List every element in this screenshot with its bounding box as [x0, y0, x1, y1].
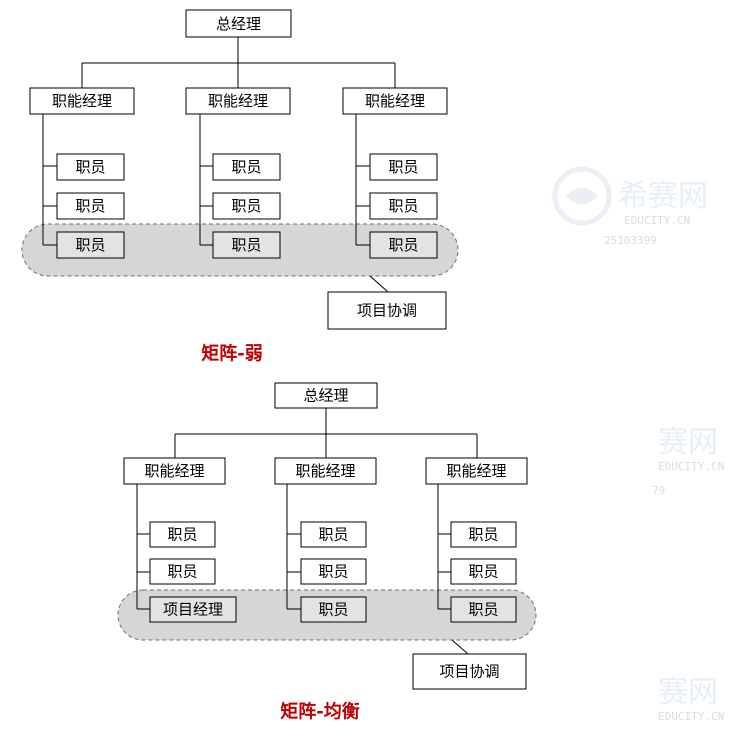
- staff-node: 职员: [300, 596, 367, 623]
- functional-manager-node: 职能经理: [342, 87, 448, 115]
- functional-manager-label: 职能经理: [295, 462, 355, 480]
- staff-label: 职员: [231, 197, 261, 215]
- staff-label: 职员: [231, 158, 261, 176]
- project-coordination-label: 项目协调: [357, 302, 417, 320]
- functional-manager-label: 职能经理: [208, 92, 268, 110]
- top-manager-node: 总经理: [185, 9, 292, 38]
- top-manager-node: 总经理: [274, 382, 378, 409]
- staff-label: 职员: [75, 236, 105, 254]
- diagram-balanced-matrix: 总经理 职能经理 职能经理 职能经理 职员 职员 项目经理 职员: [117, 382, 537, 723]
- functional-manager-label: 职能经理: [52, 92, 112, 110]
- staff-label: 职员: [231, 236, 261, 254]
- staff-node: 职员: [56, 153, 125, 181]
- staff-label: 职员: [468, 526, 498, 544]
- staff-node: 职员: [450, 521, 517, 548]
- watermark-url-1: EDUCITY.CN: [624, 214, 690, 227]
- functional-manager-node: 职能经理: [123, 457, 226, 485]
- project-coordination-label: 项目协调: [439, 663, 499, 681]
- top-manager-label: 总经理: [303, 387, 348, 405]
- functional-manager-label: 职能经理: [365, 92, 425, 110]
- watermark-group: 希赛网 EDUCITY.CN 25103399 赛网 EDUCITY.CN 79…: [552, 166, 724, 723]
- staff-node: 职员: [56, 231, 125, 259]
- project-coordination-node: 项目协调: [327, 291, 447, 330]
- watermark-brand-2: 赛网: [658, 425, 718, 460]
- staff-label: 职员: [318, 601, 348, 619]
- project-manager-label: 项目经理: [163, 601, 223, 619]
- functional-manager-node: 职能经理: [425, 457, 528, 485]
- staff-node: 职员: [149, 558, 216, 585]
- functional-manager-node: 职能经理: [185, 87, 291, 115]
- diagram-caption: 矩阵-均衡: [280, 701, 359, 723]
- functional-manager-node: 职能经理: [274, 457, 377, 485]
- staff-label: 职员: [388, 158, 418, 176]
- connectors: [136, 408, 478, 655]
- diagram-caption: 矩阵-弱: [201, 343, 262, 365]
- staff-label: 职员: [468, 601, 498, 619]
- connectors: [42, 37, 396, 293]
- watermark-brand-3: 赛网: [658, 675, 718, 710]
- staff-label: 职员: [468, 563, 498, 581]
- staff-node: 职员: [212, 192, 281, 220]
- functional-manager-label: 职能经理: [446, 462, 506, 480]
- watermark-code-1: 25103399: [604, 234, 657, 247]
- staff-node: 职员: [369, 153, 438, 181]
- staff-node: 职员: [149, 521, 216, 548]
- staff-node: 职员: [369, 192, 438, 220]
- project-manager-node: 项目经理: [149, 596, 237, 623]
- top-manager-label: 总经理: [216, 15, 261, 33]
- staff-label: 职员: [318, 563, 348, 581]
- functional-manager-label: 职能经理: [144, 462, 204, 480]
- staff-node: 职员: [450, 558, 517, 585]
- staff-node: 职员: [450, 596, 517, 623]
- staff-node: 职员: [212, 231, 281, 259]
- diagram-weak-matrix: 总经理 职能经理 职能经理 职能经理 职员 职员 职员 职员: [21, 9, 459, 365]
- staff-node: 职员: [369, 231, 438, 259]
- staff-label: 职员: [318, 526, 348, 544]
- staff-label: 职员: [388, 236, 418, 254]
- staff-label: 职员: [167, 526, 197, 544]
- watermark-logo-icon: [552, 166, 612, 226]
- staff-node: 职员: [300, 521, 367, 548]
- watermark-url-2: EDUCITY.CN: [658, 460, 724, 473]
- staff-node: 职员: [300, 558, 367, 585]
- staff-node: 职员: [56, 192, 125, 220]
- functional-manager-node: 职能经理: [29, 87, 135, 115]
- staff-label: 职员: [75, 158, 105, 176]
- staff-label: 职员: [75, 197, 105, 215]
- project-coordination-node: 项目协调: [412, 653, 527, 690]
- staff-node: 职员: [212, 153, 281, 181]
- watermark-code-2: 79: [652, 484, 665, 497]
- watermark-url-3: EDUCITY.CN: [658, 710, 724, 723]
- staff-label: 职员: [167, 563, 197, 581]
- watermark-brand-1: 希赛网: [618, 179, 708, 214]
- staff-label: 职员: [388, 197, 418, 215]
